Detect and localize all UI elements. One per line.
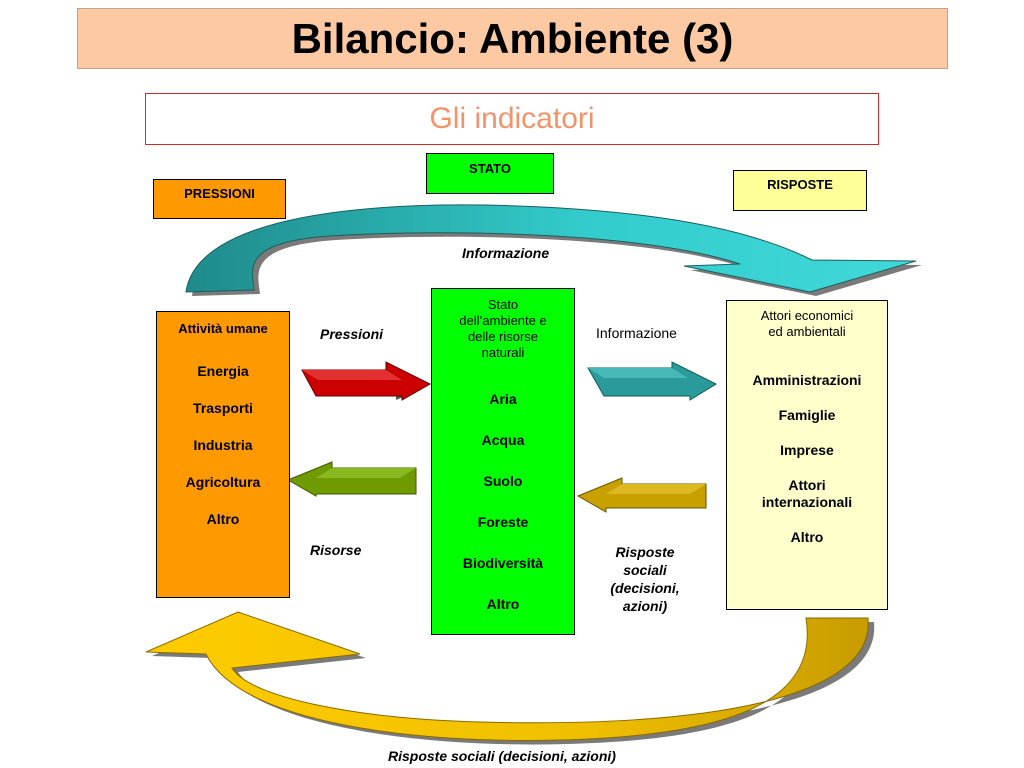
- column-pressioni-heading: Attività umane: [178, 321, 268, 336]
- pressioni-item-agricoltura: Agricoltura: [185, 474, 261, 490]
- header-risposte: RISPOSTE: [733, 170, 867, 211]
- column-risposte-heading: Attori economici ed ambientali: [727, 308, 887, 340]
- label-risposte-sociali: Risposte sociali (decisioni, azioni): [600, 543, 690, 615]
- pressioni-item-energia: Energia: [197, 363, 249, 379]
- risposte-sociali-arrow: [576, 477, 707, 513]
- label-risorse: Risorse: [310, 542, 362, 558]
- stato-item-foreste: Foreste: [477, 514, 529, 530]
- stato-heading-line: delle risorse: [467, 329, 539, 344]
- bottom-arc-arrow: [145, 611, 875, 745]
- risposte-heading-line: ed ambientali: [768, 324, 846, 339]
- stato-item-biodiversita: Biodiversità: [462, 555, 544, 571]
- slide-title: Bilancio: Ambiente (3): [77, 8, 948, 69]
- pressioni-item-altro: Altro: [206, 511, 240, 527]
- stato-item-acqua: Acqua: [481, 432, 525, 448]
- pressioni-arrow: [301, 361, 432, 401]
- risposte-item-attori-internazionali: Attori internazionali: [727, 477, 887, 511]
- risposte-heading-line: Attori economici: [760, 308, 854, 323]
- stato-heading-line: naturali: [481, 345, 525, 360]
- risposte-label-line: azioni): [622, 598, 668, 614]
- label-informazione: Informazione: [596, 325, 677, 341]
- stato-item-aria: Aria: [489, 391, 517, 407]
- risposte-item-famiglie: Famiglie: [778, 407, 836, 423]
- pressioni-item-trasporti: Trasporti: [193, 400, 253, 416]
- risposte-label-line: Risposte: [615, 544, 675, 560]
- column-stato-heading: Stato dell’ambiente e delle risorse natu…: [432, 297, 574, 361]
- risposte-item-amministrazioni: Amministrazioni: [752, 372, 862, 388]
- stato-item-altro: Altro: [486, 596, 520, 612]
- top-arc-arrow: [185, 204, 922, 296]
- slide-subtitle: Gli indicatori: [145, 93, 879, 145]
- label-informazione-top: Informazione: [462, 245, 550, 261]
- label-risposte-bottom: Risposte sociali (decisioni, azioni): [388, 748, 616, 764]
- pressioni-item-industria: Industria: [193, 437, 253, 453]
- header-stato: STATO: [426, 153, 554, 194]
- risposte-item-imprese: Imprese: [780, 442, 834, 458]
- stato-heading-line: dell’ambiente e: [459, 313, 547, 328]
- risposte-item-altro: Altro: [790, 529, 824, 545]
- column-risposte: Attori economici ed ambientali Amministr…: [726, 300, 888, 610]
- informazione-arrow: [587, 361, 718, 401]
- risposte-item-line: Attori: [788, 477, 826, 493]
- stato-heading-line: Stato: [487, 297, 519, 312]
- label-pressioni: Pressioni: [320, 326, 384, 342]
- column-stato: Stato dell’ambiente e delle risorse natu…: [431, 288, 575, 635]
- risposte-label-line: sociali: [623, 562, 667, 578]
- header-pressioni: PRESSIONI: [153, 179, 286, 219]
- risorse-arrow: [286, 461, 417, 497]
- risposte-label-line: (decisioni,: [610, 580, 680, 596]
- column-pressioni: Attività umane Energia Trasporti Industr…: [156, 311, 290, 598]
- stato-item-suolo: Suolo: [483, 473, 523, 489]
- risposte-item-line: internazionali: [761, 494, 853, 510]
